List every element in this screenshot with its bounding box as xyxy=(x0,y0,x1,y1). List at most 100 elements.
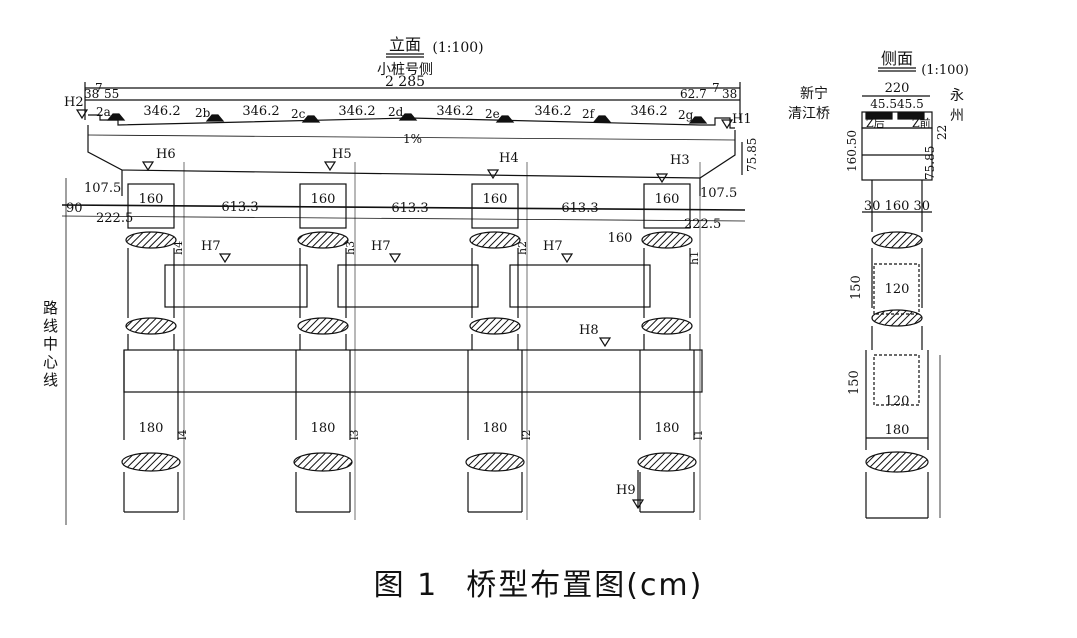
upper-tie-beam-1 xyxy=(164,264,308,308)
elevation-subtitle: 小桩号侧 xyxy=(377,61,433,78)
beam-spacing-4: 346.2 xyxy=(436,104,473,119)
beam-spacing-6: 346.2 xyxy=(630,104,667,119)
pile-break xyxy=(293,452,353,472)
side-view: 侧面 (1:100) 220 45.545.5 新宁 清江桥 永 州 Z后 Z前… xyxy=(788,49,969,519)
side-beam-width-1: 120 xyxy=(885,282,910,297)
pile-width-label: 180 xyxy=(139,421,164,436)
level-label-h8: H8 xyxy=(579,323,599,338)
level-label-h5: H5 xyxy=(332,147,352,162)
side-left-label-2: 清江桥 xyxy=(788,106,830,122)
level-marker xyxy=(655,173,669,184)
side-pier-dims: 30 160 30 xyxy=(864,199,930,214)
beam-spacing-1: 346.2 xyxy=(143,104,180,119)
column-width-extra: 160 xyxy=(608,231,633,246)
left-dim-1: 38 xyxy=(84,87,99,101)
edge-dist-left: 222.5 xyxy=(96,211,133,226)
side-title: 侧面 xyxy=(881,49,913,68)
column-break xyxy=(641,317,693,335)
cap-height-label: 75.85 xyxy=(745,138,759,172)
column-break xyxy=(125,231,177,249)
column-spacing-3: 613.3 xyxy=(561,201,598,216)
level-label-h7: H7 xyxy=(543,239,563,254)
side-top-width: 220 xyxy=(885,81,910,96)
side-bearing-dims: 45.545.5 xyxy=(870,97,923,111)
beam-label-2a: 2a xyxy=(96,105,111,119)
column-break xyxy=(297,317,349,335)
level-marker xyxy=(323,161,337,172)
level-label-h9: H9 xyxy=(616,483,636,498)
column-width-label: 160 xyxy=(139,192,164,207)
lower-tie-beam xyxy=(123,349,703,393)
level-label-h7: H7 xyxy=(371,239,391,254)
pile-break xyxy=(637,452,697,472)
beam-label-2g: 2g xyxy=(678,108,694,122)
bearing-mark xyxy=(205,114,225,122)
figure-label: 图 1 xyxy=(373,568,439,603)
column-width-label: 160 xyxy=(311,192,336,207)
level-label-h7: H7 xyxy=(201,239,221,254)
column-break xyxy=(297,231,349,249)
level-marker xyxy=(75,109,89,120)
pile-break xyxy=(465,452,525,472)
column-spacing-1: 613.3 xyxy=(221,200,258,215)
level-marker xyxy=(486,169,500,180)
beam-spacing-3: 346.2 xyxy=(338,104,375,119)
side-cap-dims: 160.50 xyxy=(845,130,859,172)
left-dim-2: 7 xyxy=(95,81,103,95)
cantilever-right: 107.5 xyxy=(700,186,737,201)
beam-spacing-2: 346.2 xyxy=(242,104,279,119)
pile-width-label: 180 xyxy=(311,421,336,436)
side-beam-height-2: 150 xyxy=(847,370,862,395)
level-label-h6: H6 xyxy=(156,147,176,162)
figure-title: 桥型布置图(cm) xyxy=(466,568,704,603)
height-label: h1 xyxy=(688,251,701,265)
centerline-label: 路线中心线 xyxy=(41,300,59,390)
level-label-h3: H3 xyxy=(670,153,690,168)
elevation-total-width: 2 285 xyxy=(385,74,425,90)
side-right-label-1: 永 xyxy=(950,88,964,104)
side-depth-label: 75.85 xyxy=(923,146,937,180)
left-offset-label: 90 xyxy=(66,201,83,216)
pile-break xyxy=(121,452,181,472)
elevation-title: 立面 xyxy=(389,35,421,54)
level-marker xyxy=(560,253,574,264)
cantilever-left: 107.5 xyxy=(84,181,121,196)
bearing-label-front: Z前 xyxy=(912,116,931,130)
level-marker xyxy=(598,337,612,348)
side-pile-width: 180 xyxy=(885,423,910,438)
level-label-h4: H4 xyxy=(499,151,519,166)
column-break xyxy=(469,317,521,335)
figure-caption: 图 1 桥型布置图(cm) xyxy=(0,560,1077,620)
beam-label-2f: 2f xyxy=(582,107,596,121)
beam-label-2c: 2c xyxy=(291,107,306,121)
beam-label-2e: 2e xyxy=(485,107,500,121)
level-marker xyxy=(218,253,232,264)
right-dim-2: 7 xyxy=(712,81,720,95)
level-label-h1: H1 xyxy=(732,112,752,127)
edge-dist-right: 222.5 xyxy=(684,217,721,232)
elevation-scale: (1:100) xyxy=(432,40,483,56)
beam-label-2d: 2d xyxy=(388,105,404,119)
pile-label: l4 xyxy=(176,429,189,440)
column-spacing-2: 613.3 xyxy=(391,201,428,216)
height-label: h2 xyxy=(516,241,529,255)
bearing-mark xyxy=(688,116,708,124)
right-dim-1: 62.7 xyxy=(680,87,707,101)
side-edge-label: 22 xyxy=(935,125,949,140)
column-width-label: 160 xyxy=(655,192,680,207)
pile-label: l1 xyxy=(692,429,705,440)
column-width-label: 160 xyxy=(483,192,508,207)
bearing-label-back: Z后 xyxy=(866,117,885,130)
height-label: h3 xyxy=(344,241,357,255)
left-dim-3: 55 xyxy=(104,87,119,101)
column-break xyxy=(641,231,693,249)
slope-label: 1% xyxy=(403,132,422,146)
pile-label: l2 xyxy=(520,429,533,440)
bearing-mark xyxy=(592,115,612,123)
column-break xyxy=(125,317,177,335)
